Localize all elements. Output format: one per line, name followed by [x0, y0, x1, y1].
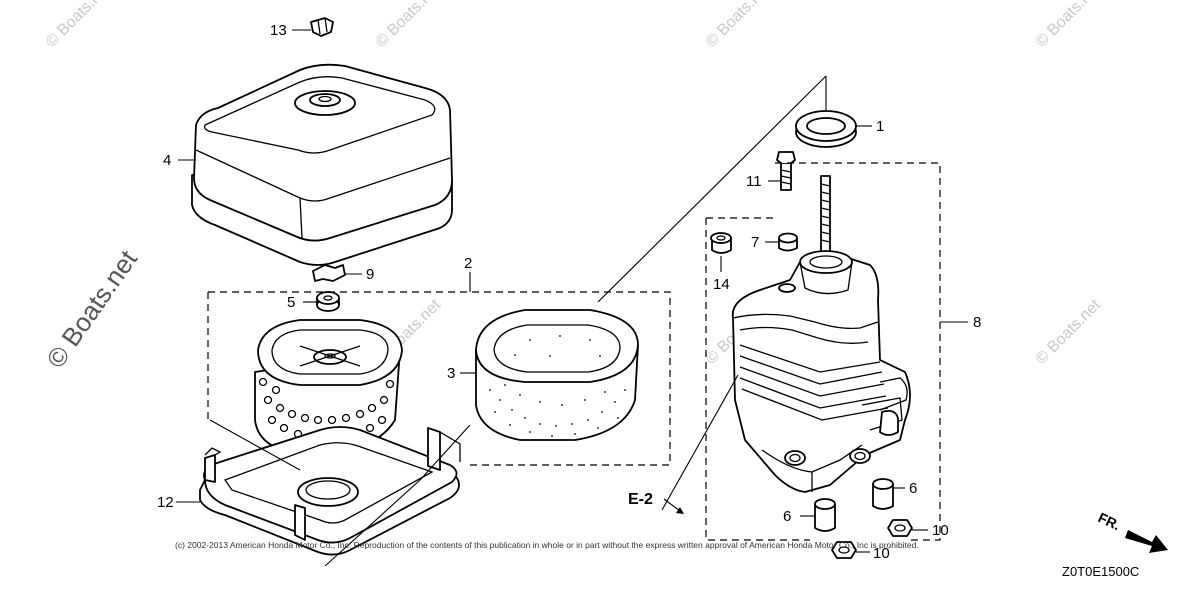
- callout-6-upper: 6: [909, 480, 917, 497]
- front-arrow-icon: [1125, 530, 1168, 553]
- callout-8: 8: [973, 314, 981, 331]
- front-label: FR.: [1096, 509, 1123, 533]
- part-14-grommet: [710, 232, 732, 254]
- part-5-grommet: [316, 291, 340, 312]
- callout-6-lower: 6: [783, 508, 791, 525]
- part-7-collar: [778, 232, 798, 252]
- part-10-nut-lower: [831, 541, 857, 559]
- part-11-bolt: [776, 151, 796, 191]
- callout-10-upper: 10: [932, 522, 949, 539]
- part-13-clip: [310, 17, 334, 37]
- part-12-air-cleaner-case: [199, 426, 461, 556]
- callout-3: 3: [447, 365, 455, 382]
- part-8-air-cleaner-elbow: [731, 175, 911, 493]
- part-1-seal-ring: [795, 110, 857, 148]
- leader-lines: [176, 29, 968, 567]
- callout-labels: 13 4 9 5 2 3 12 1 11 7 14 8 6 6 10 10: [157, 22, 981, 562]
- part-4-air-cleaner-cover: [191, 63, 453, 266]
- part-6-pin-lower: [814, 498, 836, 532]
- reference-label: E-2: [628, 491, 653, 508]
- watermark-top-3: © Boats.net: [703, 0, 775, 51]
- callout-2: 2: [464, 255, 472, 272]
- watermark-top-2: © Boats.net: [373, 0, 445, 51]
- callout-12: 12: [157, 494, 174, 511]
- watermark-top-1: © Boats.net: [43, 0, 115, 51]
- group-box-2: [207, 291, 671, 466]
- group-box-8: [705, 162, 941, 541]
- reference-e2: E-2: [628, 491, 684, 514]
- watermark-left-big: © Boats.net: [40, 244, 143, 373]
- paper-filter-element: [254, 319, 403, 453]
- front-direction-indicator: FR.: [1096, 509, 1168, 553]
- diagram-code: Z0T0E1500C: [1062, 564, 1139, 579]
- callout-4: 4: [163, 152, 171, 169]
- part-3-foam-element: [475, 309, 639, 441]
- callout-11: 11: [746, 173, 762, 190]
- callout-7: 7: [751, 234, 759, 251]
- copyright-notice: (c) 2002-2013 American Honda Motor Co., …: [175, 540, 919, 550]
- callout-10-lower: 10: [873, 545, 890, 562]
- watermark-top-4: © Boats.net: [1033, 0, 1105, 51]
- callout-13: 13: [270, 22, 287, 39]
- callout-14: 14: [713, 276, 730, 293]
- part-10-nut-upper: [887, 519, 913, 537]
- callout-1: 1: [876, 118, 884, 135]
- part-6-pin-upper: [872, 478, 894, 510]
- part-9-clip: [312, 264, 346, 282]
- callout-5: 5: [287, 294, 295, 311]
- watermark-mid-3: © Boats.net: [1033, 296, 1105, 368]
- callout-9: 9: [366, 266, 374, 283]
